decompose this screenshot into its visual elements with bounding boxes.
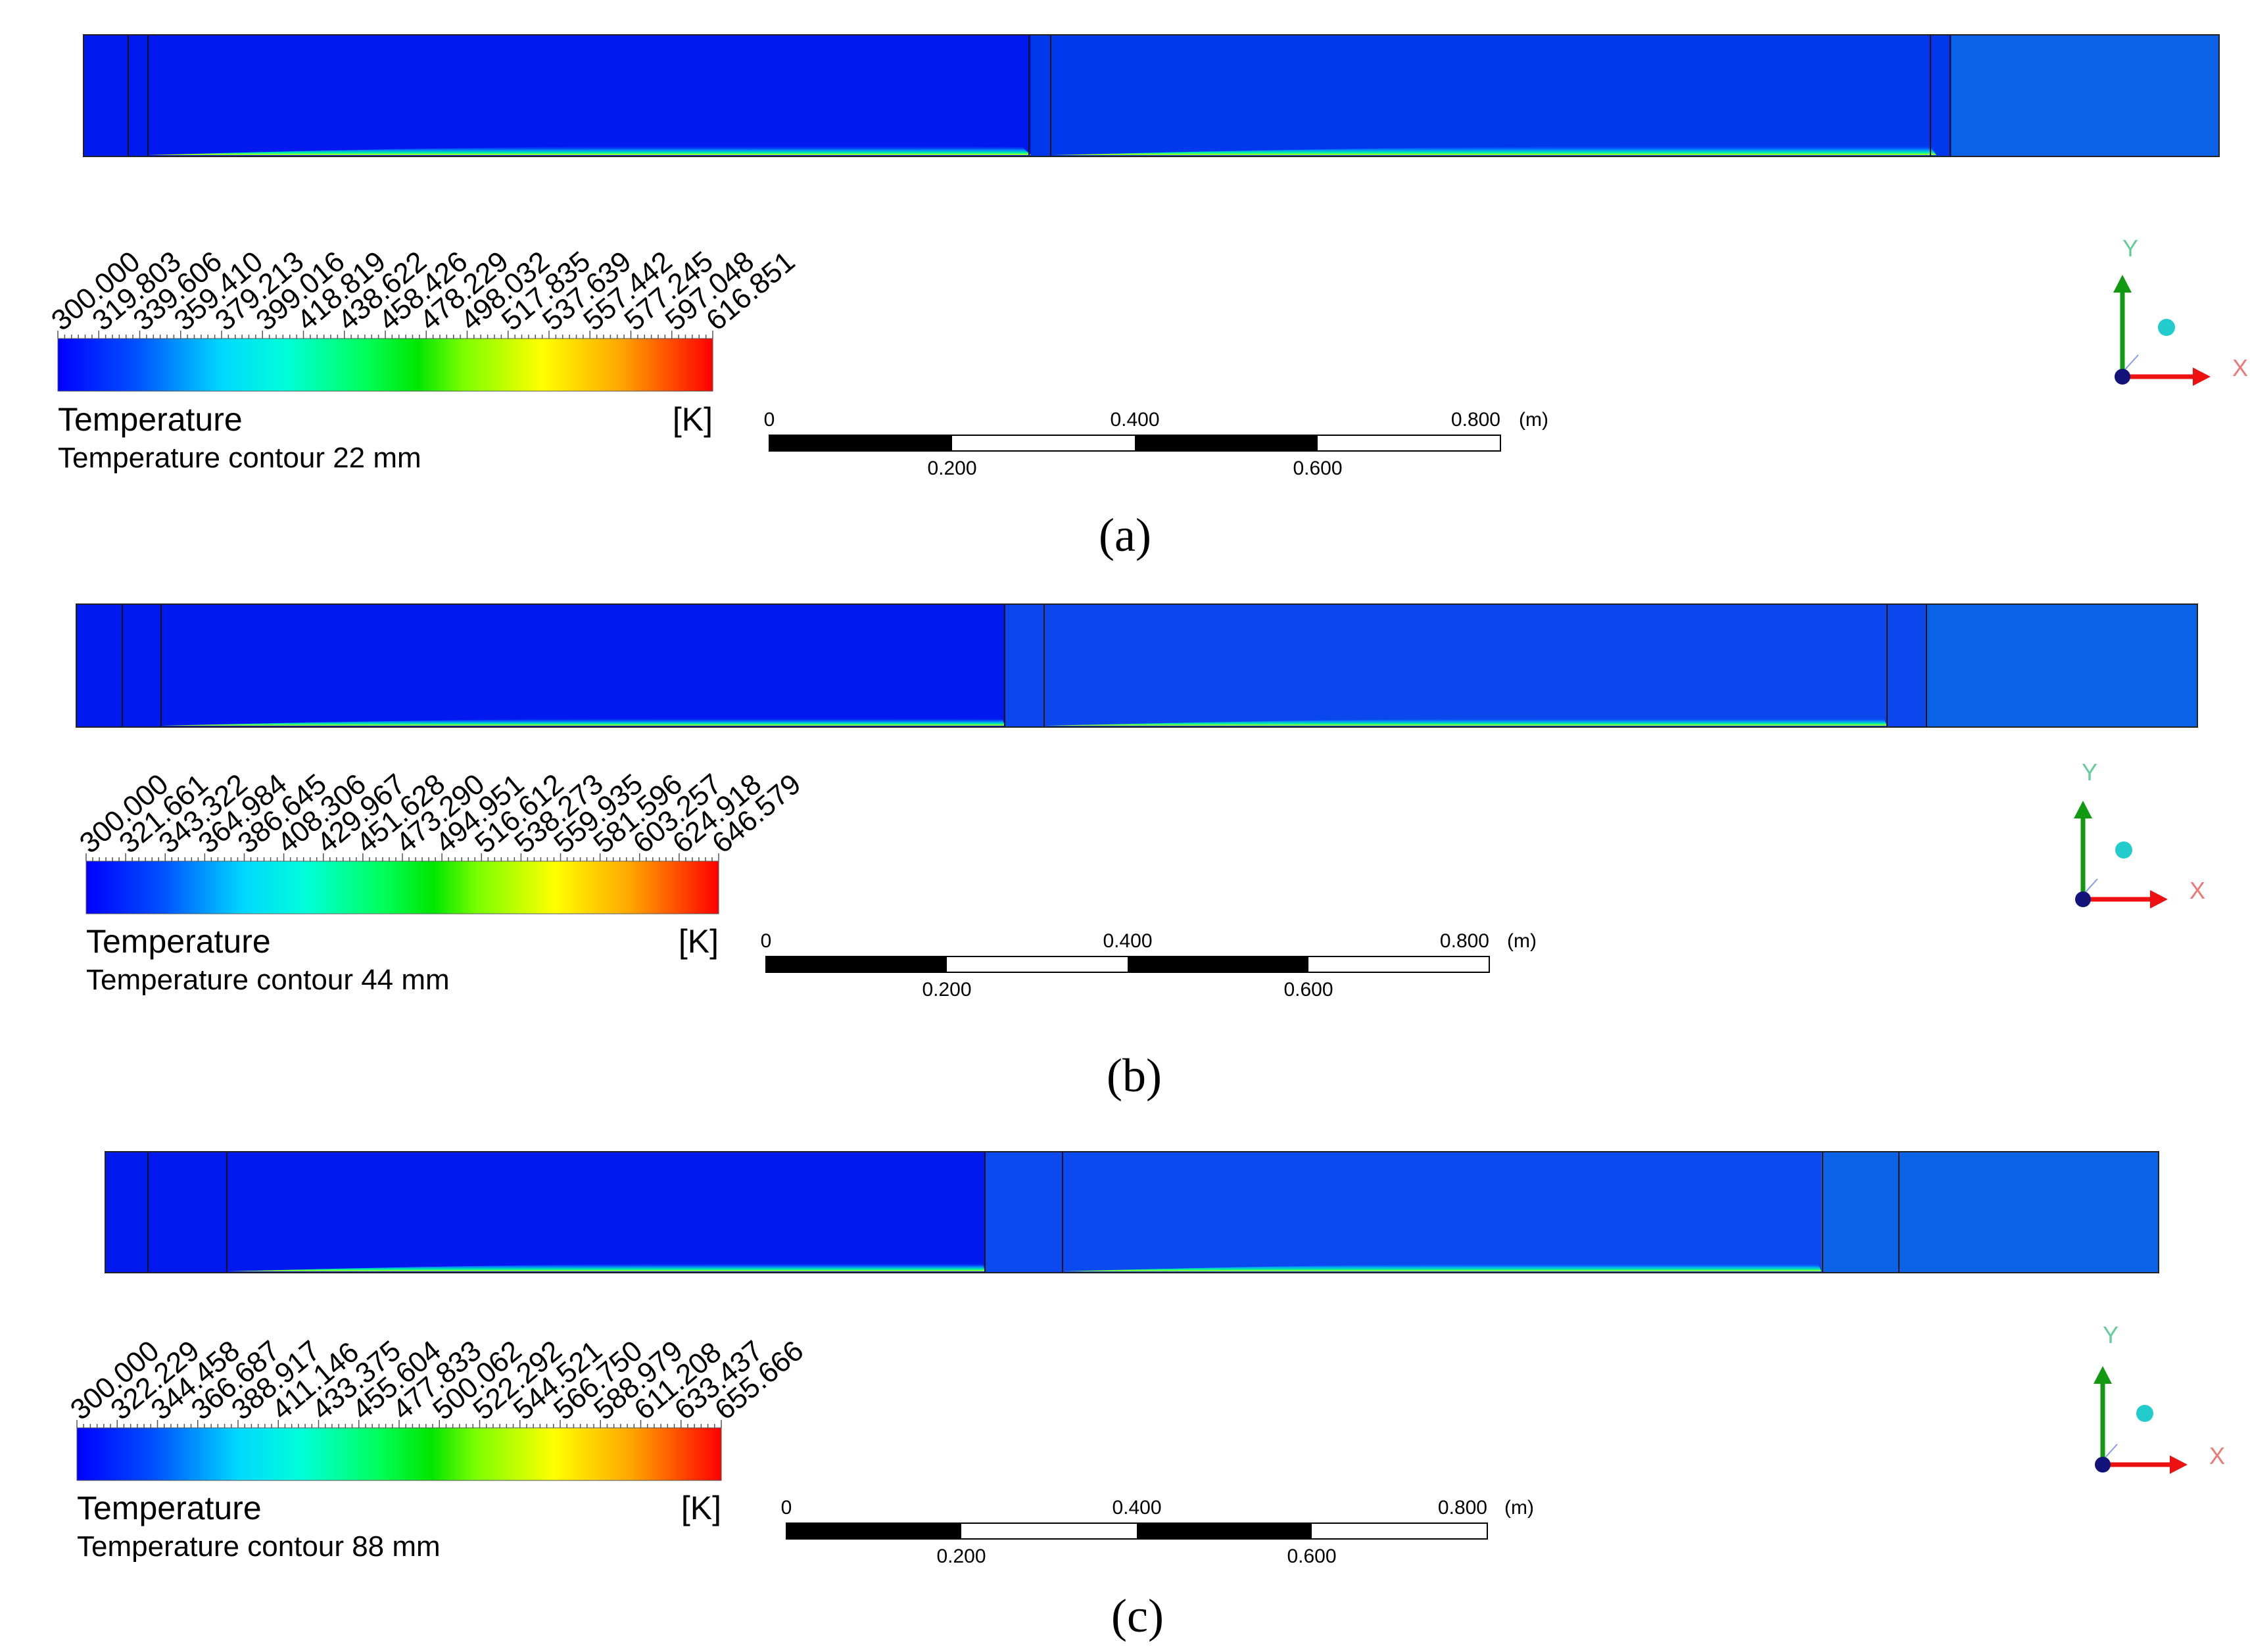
color-bar-minor-ticks: [57, 331, 713, 339]
scale-unit: (m): [1507, 930, 1537, 952]
contour-plot-a: [83, 34, 2220, 157]
axis-triad-b: Y X: [2074, 759, 2205, 909]
panel-a: 300.000319.803339.606359.410379.213399.0…: [45, 34, 2248, 561]
contour-zone-outlet-b: [1927, 604, 2197, 727]
panel-c: 300.000322.229344.458366.687388.917411.1…: [64, 1151, 2225, 1642]
triad-view-marker: [2136, 1405, 2153, 1422]
scale-label-0600: 0.600: [1283, 979, 1333, 1001]
axis-triad-c: Y X: [2094, 1321, 2225, 1474]
x-axis-arrowhead: [2150, 890, 2168, 909]
thermal-boundary-layer-c1: [227, 1263, 985, 1271]
contour-plot-b: [76, 603, 2198, 728]
color-legend-b: 300.000321.661343.322364.984386.645408.3…: [74, 768, 807, 996]
x-axis-label: X: [2190, 877, 2205, 904]
x-axis-label: X: [2232, 354, 2248, 381]
legend-variable: Temperature: [77, 1490, 262, 1526]
triad-origin: [2115, 369, 2130, 385]
y-axis-arrowhead: [2074, 801, 2092, 818]
scale-label-0400: 0.400: [1112, 1497, 1161, 1519]
scale-label-0: 0: [761, 930, 772, 952]
panel-b: 300.000321.661343.322364.984386.645408.3…: [74, 603, 2205, 1102]
x-axis-arrowhead: [2193, 367, 2211, 386]
color-legend-a: 300.000319.803339.606359.410379.213399.0…: [45, 245, 801, 474]
panel-caption: (c): [1111, 1590, 1164, 1642]
legend-unit: [K]: [681, 1490, 721, 1526]
scale-label-0600: 0.600: [1287, 1546, 1336, 1567]
contour-frame: [83, 34, 2220, 157]
scale-label-0200: 0.200: [936, 1546, 986, 1567]
y-axis-label: Y: [2122, 235, 2138, 262]
x-axis-label: X: [2209, 1442, 2225, 1469]
color-bar: [76, 1427, 722, 1481]
scale-bar-segment: [786, 1523, 961, 1539]
legend-tick-labels: 300.000321.661343.322364.984386.645408.3…: [74, 768, 807, 860]
scale-bar-segment: [1135, 435, 1318, 451]
legend-variable: Temperature: [86, 923, 271, 960]
legend-contour-label: Temperature contour 22 mm: [58, 442, 421, 474]
scale-label-0400: 0.400: [1110, 409, 1159, 431]
legend-unit: [K]: [673, 401, 713, 438]
scale-label-0200: 0.200: [927, 458, 976, 479]
scale-label-0200: 0.200: [922, 979, 971, 1001]
scale-bar-c: 0 0.400 0.800 (m) 0.200 0.600: [781, 1497, 1534, 1567]
thermal-boundary-layer-b2: [1045, 717, 1887, 726]
contour-plot-c: [105, 1151, 2159, 1273]
panel-caption: (b): [1107, 1049, 1162, 1102]
scale-unit: (m): [1504, 1497, 1534, 1519]
legend-variable: Temperature: [58, 401, 243, 438]
thermal-boundary-layer-a1: [148, 145, 1031, 155]
scale-bar-a: 0 0.400 0.800 (m) 0.200 0.600: [764, 409, 1548, 479]
scale-label-0600: 0.600: [1293, 458, 1342, 479]
legend-tick-labels: 300.000322.229344.458366.687388.917411.1…: [64, 1334, 809, 1427]
z-axis-stub: [2085, 878, 2098, 893]
triad-view-marker: [2115, 841, 2132, 859]
x-axis-arrowhead: [2170, 1455, 2188, 1474]
z-axis-stub: [2124, 354, 2139, 370]
color-legend-c: 300.000322.229344.458366.687388.917411.1…: [64, 1334, 809, 1563]
triad-view-marker: [2158, 319, 2175, 336]
y-axis-label: Y: [2103, 1321, 2118, 1348]
contour-frame: [76, 603, 2198, 728]
scale-bar-segment: [769, 435, 952, 451]
color-bar-minor-ticks: [85, 853, 719, 861]
panel-caption: (a): [1099, 509, 1151, 561]
triad-origin: [2075, 891, 2091, 907]
scale-bar-b: 0 0.400 0.800 (m) 0.200 0.600: [761, 930, 1537, 1001]
scale-bar-segment: [766, 956, 947, 972]
legend-tick-labels: 300.000319.803339.606359.410379.213399.0…: [45, 245, 801, 337]
y-axis-arrowhead: [2094, 1366, 2112, 1384]
color-bar: [85, 861, 719, 914]
scale-label-0800: 0.800: [1438, 1497, 1487, 1519]
legend-contour-label: Temperature contour 88 mm: [77, 1530, 441, 1563]
scale-label-0: 0: [781, 1497, 792, 1519]
contour-frame: [105, 1151, 2159, 1273]
thermal-boundary-layer-c2: [1063, 1263, 1821, 1271]
triad-origin: [2095, 1457, 2111, 1473]
scale-label-0: 0: [764, 409, 775, 431]
y-axis-arrowhead: [2113, 275, 2132, 293]
z-axis-stub: [2105, 1444, 2118, 1458]
contour-zone-outlet-a: [1951, 35, 2219, 156]
scale-unit: (m): [1519, 409, 1548, 431]
color-bar-minor-ticks: [76, 1420, 722, 1428]
scale-label-0800: 0.800: [1440, 930, 1489, 952]
legend-contour-label: Temperature contour 44 mm: [86, 964, 450, 996]
contour-zone-outlet-c: [1821, 1152, 2159, 1273]
scale-bar-segment: [1137, 1523, 1312, 1539]
scale-bar-segment: [1128, 956, 1308, 972]
scale-label-0400: 0.400: [1103, 930, 1152, 952]
scale-label-0800: 0.800: [1451, 409, 1500, 431]
thermal-boundary-layer-b1: [161, 718, 1005, 726]
thermal-boundary-layer-a2: [1052, 145, 1936, 155]
color-bar: [57, 338, 713, 392]
axis-triad-a: Y X: [2113, 235, 2248, 386]
y-axis-label: Y: [2082, 759, 2097, 786]
legend-unit: [K]: [679, 923, 719, 960]
